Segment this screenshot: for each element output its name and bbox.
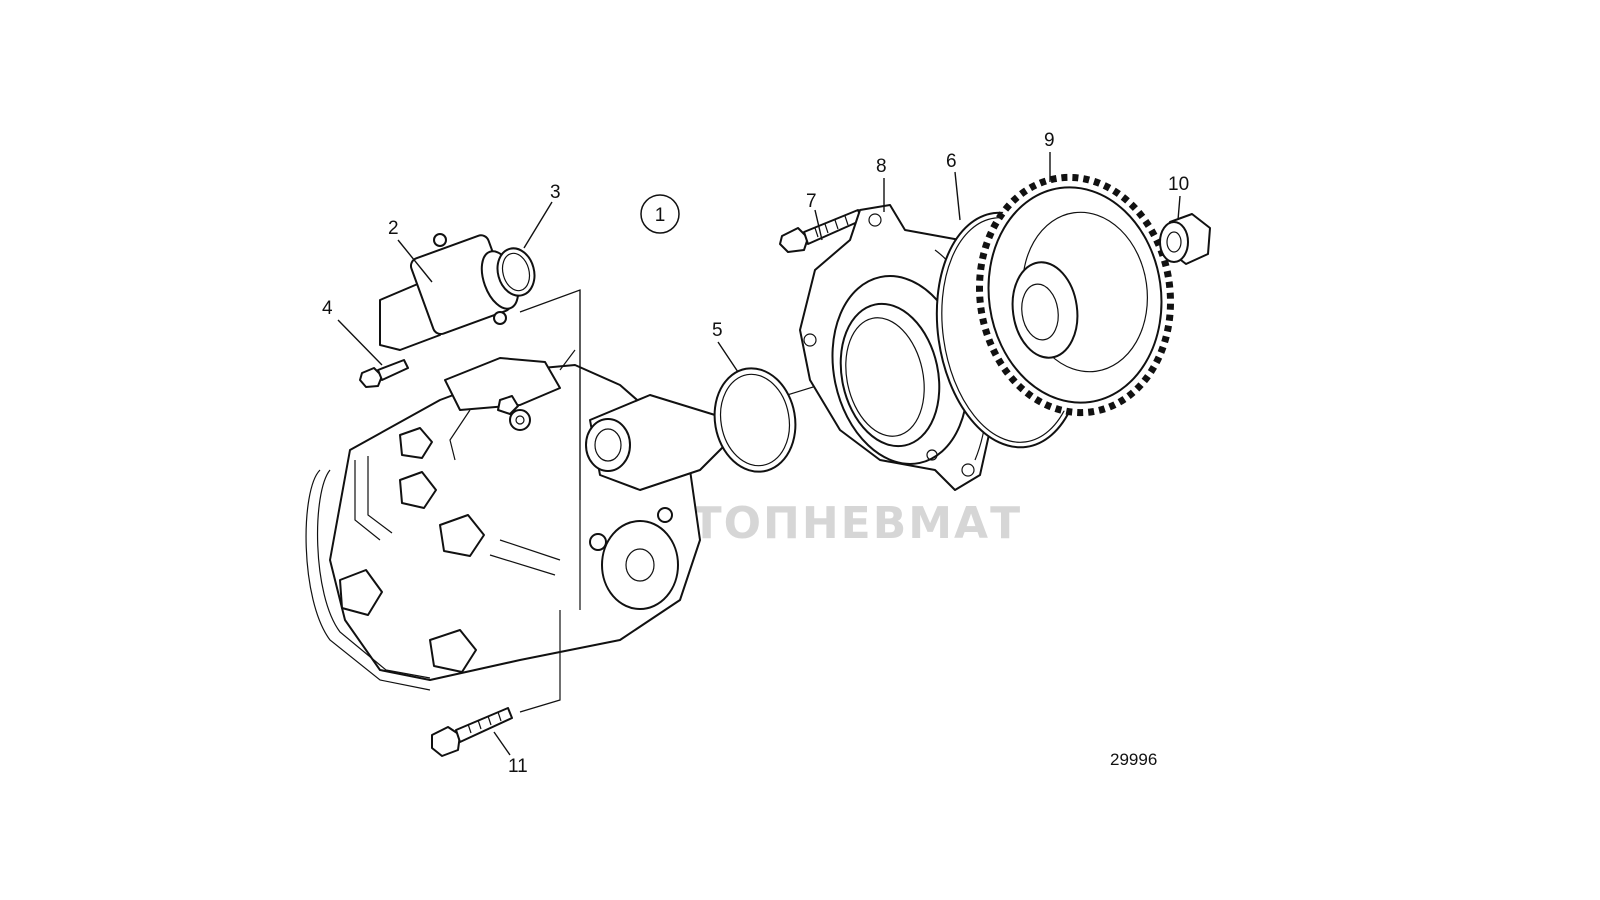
callout-2: 2: [388, 218, 399, 239]
assembly-bracket-bottom: [519, 610, 561, 713]
callout-7: 7: [806, 191, 817, 212]
fuel-pump-body[interactable]: [305, 349, 726, 691]
leader-4: [337, 319, 383, 366]
o-ring-5[interactable]: [707, 362, 804, 478]
leader-2: [397, 239, 433, 283]
callout-3: 3: [550, 182, 561, 203]
callout-4: 4: [322, 298, 333, 319]
callout-10: 10: [1168, 174, 1189, 195]
leader-11: [493, 731, 511, 756]
leader-7: [814, 209, 823, 241]
o-ring-3-inner: [501, 252, 531, 292]
leader-6: [954, 171, 961, 221]
assembly-marker-label: 1: [655, 205, 666, 226]
callout-6: 6: [946, 151, 957, 172]
bolt-7[interactable]: [779, 209, 863, 253]
leader-5: [717, 341, 739, 373]
callout-8: 8: [876, 156, 887, 177]
solenoid-valve[interactable]: [379, 233, 525, 351]
screw-4[interactable]: [359, 359, 409, 388]
callout-9: 9: [1044, 130, 1055, 151]
drawing-number: 29996: [1110, 750, 1157, 769]
callout-5: 5: [712, 320, 723, 341]
assembly-marker: 1: [640, 194, 680, 234]
bolt-11[interactable]: [431, 707, 513, 757]
o-ring-5-inner: [719, 373, 791, 467]
drive-gear-9[interactable]: [965, 165, 1186, 425]
leader-10: [1177, 195, 1181, 221]
nut-10[interactable]: [1159, 213, 1211, 265]
leader-3: [523, 201, 553, 249]
callout-11: 11: [508, 756, 528, 777]
